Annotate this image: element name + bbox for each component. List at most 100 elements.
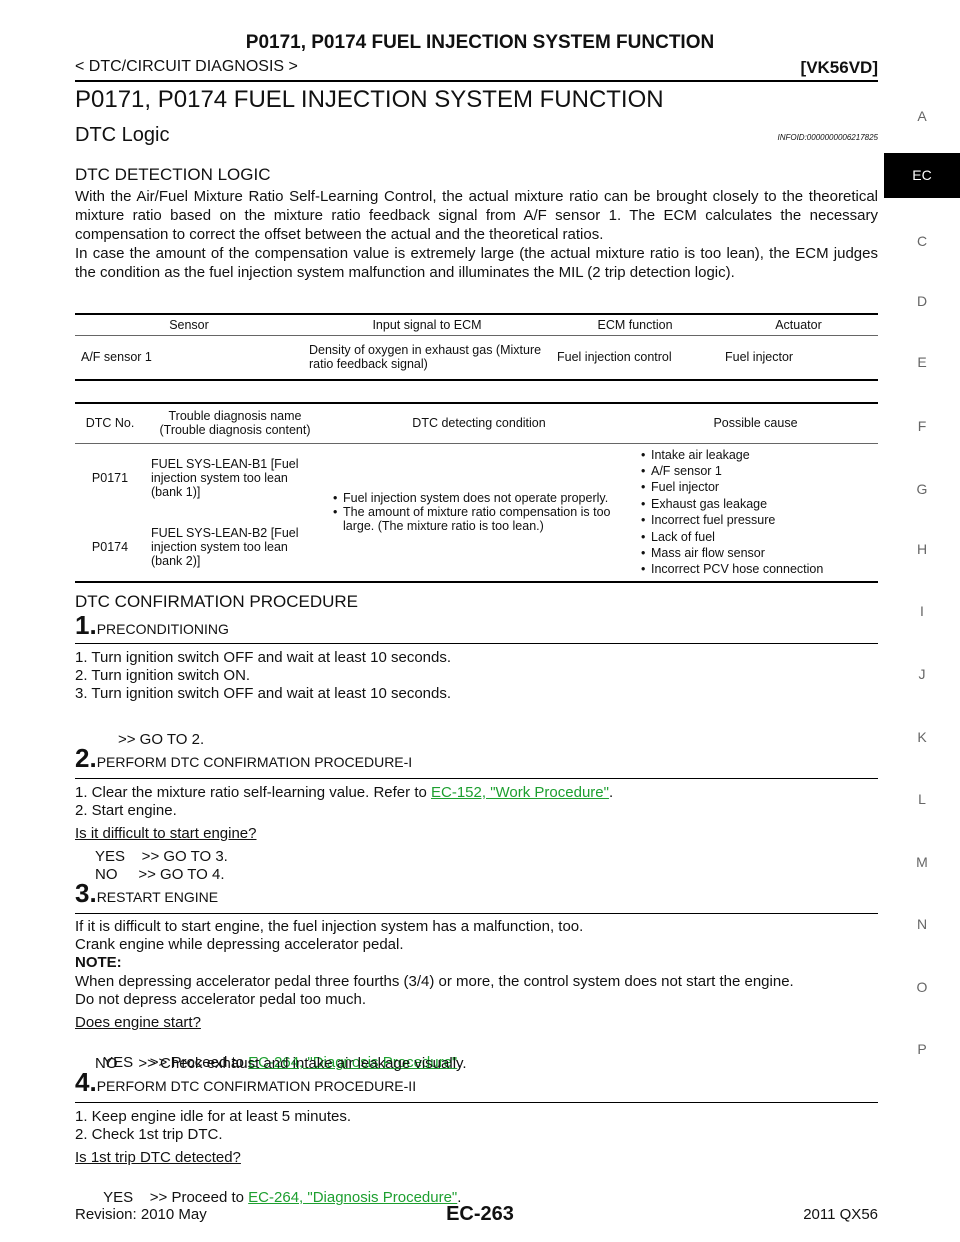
ecm-function-header: ECM function	[551, 314, 719, 336]
step-number: 1.	[75, 610, 97, 640]
dtc-name-p0171: FUEL SYS-LEAN-B1 [Fuel injection system …	[151, 456, 299, 499]
side-index-k[interactable]: K	[917, 729, 927, 745]
yes-answer: YES >> GO TO 3.	[95, 848, 228, 865]
side-index-e[interactable]: E	[917, 354, 927, 370]
actuator-header: Actuator	[719, 314, 878, 336]
step-number: 3.	[75, 878, 97, 908]
step-line: 1. Keep engine idle for at least 5 minut…	[75, 1108, 352, 1125]
step-question: Does engine start?	[75, 1014, 201, 1031]
side-index-d[interactable]: D	[916, 293, 928, 309]
diagnosis-procedure-link[interactable]: EC-264, "Diagnosis Procedure"	[248, 1189, 458, 1206]
detecting-condition-cell: Fuel injection system does not operate p…	[325, 443, 633, 582]
side-index-h[interactable]: H	[916, 541, 928, 557]
actuator-cell: Fuel injector	[725, 350, 794, 365]
side-index-l[interactable]: L	[918, 791, 926, 807]
dtc-no-header: DTC No.	[75, 403, 145, 444]
step-line: If it is difficult to start engine, the …	[75, 918, 584, 935]
work-procedure-link[interactable]: EC-152, "Work Procedure"	[431, 784, 609, 801]
dtc-code-p0171: P0171	[91, 470, 129, 485]
step-line: 2. Turn ignition switch ON.	[75, 667, 251, 684]
side-index-n[interactable]: N	[916, 916, 928, 932]
condition-item: Fuel injection system does not operate p…	[333, 491, 627, 505]
trouble-name-header: Trouble diagnosis name (Trouble diagnosi…	[145, 403, 325, 444]
answer-text: YES >> Proceed to	[103, 1054, 249, 1071]
step-title: PERFORM DTC CONFIRMATION PROCEDURE-I	[96, 754, 413, 770]
step-3-heading: 3.RESTART ENGINE	[75, 878, 218, 909]
sensor-header: Sensor	[75, 314, 303, 336]
possible-cause-header: Possible cause	[633, 403, 878, 444]
step-line: 2. Check 1st trip DTC.	[75, 1126, 223, 1143]
header-title: P0171, P0174 FUEL INJECTION SYSTEM FUNCT…	[245, 32, 715, 53]
condition-item: The amount of mixture ratio compensation…	[333, 505, 627, 533]
page-title: P0171, P0174 FUEL INJECTION SYSTEM FUNCT…	[75, 86, 664, 113]
ecm-function-cell: Fuel injection control	[557, 350, 672, 365]
page-number: EC-263	[446, 1203, 514, 1225]
cause-item: Incorrect fuel pressure	[641, 512, 872, 529]
side-index-g[interactable]: G	[916, 481, 928, 497]
sensor-table: Sensor Input signal to ECM ECM function …	[75, 313, 878, 381]
answer-text: YES >> Proceed to	[103, 1189, 249, 1206]
step-1-heading: 1.PRECONDITIONING	[75, 610, 229, 641]
yes-answer: YES >> Proceed to EC-264, "Diagnosis Pro…	[95, 1172, 461, 1206]
input-signal-header: Input signal to ECM	[303, 314, 551, 336]
footer-model: 2011 QX56	[803, 1206, 878, 1223]
step-line-text: 1. Clear the mixture ratio self-learning…	[75, 784, 431, 801]
breadcrumb: < DTC/CIRCUIT DIAGNOSIS >	[75, 58, 298, 75]
detection-logic-para1: With the Air/Fuel Mixture Ratio Self-Lea…	[75, 188, 878, 243]
goto-text: >> GO TO 2.	[118, 731, 205, 748]
side-index-a[interactable]: A	[917, 108, 927, 124]
step-number: 2.	[75, 743, 97, 773]
cause-item: Fuel injector	[641, 479, 872, 496]
detection-logic-heading: DTC DETECTION LOGIC	[75, 165, 271, 184]
step-line: 3. Turn ignition switch OFF and wait at …	[75, 685, 452, 702]
model-code: [VK56VD]	[800, 58, 878, 77]
step-rule	[75, 913, 878, 914]
diagnosis-procedure-link[interactable]: EC-264, "Diagnosis Procedure"	[248, 1054, 458, 1071]
dtc-table: DTC No. Trouble diagnosis name (Trouble …	[75, 402, 878, 583]
step-number: 4.	[75, 1067, 97, 1097]
sensor-cell: A/F sensor 1	[81, 350, 152, 365]
cause-item: Exhaust gas leakage	[641, 496, 872, 513]
detection-logic-para2: In case the amount of the compensation v…	[75, 245, 878, 281]
step-rule	[75, 643, 878, 644]
side-index-ec[interactable]: EC	[884, 153, 960, 198]
side-index-p[interactable]: P	[917, 1041, 927, 1057]
cause-item: Lack of fuel	[641, 529, 872, 546]
answer-text: .	[457, 1054, 462, 1071]
side-index-f[interactable]: F	[917, 418, 927, 434]
step-rule	[75, 1102, 878, 1103]
section-title: DTC Logic	[75, 124, 170, 146]
dtc-code-p0174: P0174	[91, 539, 129, 554]
answer-text: .	[457, 1189, 462, 1206]
step-4-heading: 4.PERFORM DTC CONFIRMATION PROCEDURE-II	[75, 1067, 416, 1098]
step-question: Is 1st trip DTC detected?	[75, 1149, 241, 1166]
step-2-heading: 2.PERFORM DTC CONFIRMATION PROCEDURE-I	[75, 743, 412, 774]
side-index-i[interactable]: I	[920, 603, 924, 619]
step-line: 2. Start engine.	[75, 802, 177, 819]
cause-item: Intake air leakage	[641, 447, 872, 464]
side-index-c[interactable]: C	[916, 233, 928, 249]
step-rule	[75, 778, 878, 779]
step-line-text: .	[608, 784, 614, 801]
yes-answer: YES >> Proceed to EC-264, "Diagnosis Pro…	[95, 1037, 461, 1071]
step-title: PRECONDITIONING	[96, 621, 229, 637]
note-text: Do not depress accelerator pedal too muc…	[75, 991, 366, 1008]
cause-item: A/F sensor 1	[641, 463, 872, 480]
revision: Revision: 2010 May	[75, 1206, 207, 1223]
step-line: 1. Turn ignition switch OFF and wait at …	[75, 649, 452, 666]
header-rule	[75, 80, 878, 82]
step-line: Crank engine while depressing accelerato…	[75, 936, 404, 953]
note-label: NOTE:	[75, 954, 122, 971]
side-index-m[interactable]: M	[916, 854, 928, 870]
step-question: Is it difficult to start engine?	[75, 825, 257, 842]
cause-item: Incorrect PCV hose connection	[641, 561, 872, 578]
confirmation-heading: DTC CONFIRMATION PROCEDURE	[75, 592, 359, 611]
side-index-o[interactable]: O	[916, 979, 928, 995]
input-signal-cell: Density of oxygen in exhaust gas (Mixtur…	[309, 343, 542, 372]
side-index-j[interactable]: J	[918, 666, 926, 682]
detecting-condition-header: DTC detecting condition	[325, 403, 633, 444]
no-answer: NO >> Check exhaust and intake air leaka…	[95, 1055, 467, 1072]
note-text: When depressing accelerator pedal three …	[75, 973, 794, 990]
step-title: RESTART ENGINE	[96, 889, 219, 905]
step-title: PERFORM DTC CONFIRMATION PROCEDURE-II	[96, 1078, 417, 1094]
